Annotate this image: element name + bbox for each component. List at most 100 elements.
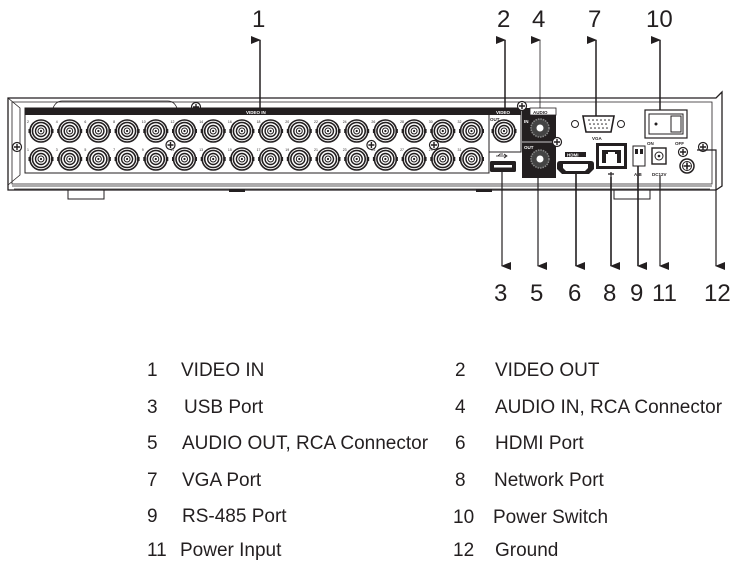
video-out-panel: VIDEO OUT	[488, 107, 522, 153]
legend-item: 6 HDMI Port	[455, 433, 584, 455]
video-out-label: VIDEO	[496, 110, 511, 115]
channel-number-label: 9	[142, 148, 144, 152]
callout-2: 2	[497, 6, 510, 33]
legend-label: AUDIO IN, RCA Connector	[495, 397, 723, 418]
channel-number-label: 8	[113, 120, 115, 124]
callout-12: 12	[704, 280, 731, 307]
legend-number: 8	[455, 470, 466, 491]
callout-5: 5	[530, 280, 543, 307]
legend-label: VGA Port	[182, 470, 262, 491]
channel-number-label: 4	[56, 120, 58, 124]
legend-item: 4 AUDIO IN, RCA Connector	[455, 397, 722, 419]
panel-screw-icon	[366, 139, 377, 151]
channel-number-label: 25	[371, 148, 375, 152]
legend-label: Power Input	[180, 540, 282, 561]
channel-number-label: 7	[113, 148, 115, 152]
ground-screw-icon	[677, 146, 689, 158]
channel-number-label: 22	[314, 120, 318, 124]
legend-label: VIDEO IN	[181, 360, 265, 381]
video-in-bnc-connector	[199, 119, 227, 143]
dc12v-label: DC12V	[652, 172, 667, 177]
video-in-bnc-connector	[113, 119, 141, 143]
channel-number-label: 16	[228, 120, 232, 124]
panel-screw-icon	[516, 100, 528, 112]
video-in-bnc-connector	[314, 147, 342, 171]
video-in-bnc-connector	[142, 147, 170, 171]
video-in-bnc-connector	[400, 119, 428, 143]
legend-label: USB Port	[184, 397, 264, 418]
video-out-bnc-connector	[490, 119, 518, 143]
channel-number-label: 21	[314, 148, 318, 152]
network-icon	[608, 172, 614, 177]
video-in-bnc-connector	[228, 147, 256, 171]
channel-number-label: 26	[371, 120, 375, 124]
video-in-bnc-connector	[372, 147, 399, 171]
channel-number-label: 15	[228, 148, 232, 152]
legend-number: 1	[147, 360, 158, 381]
legend-label: Ground	[495, 540, 559, 561]
channel-number-label: 18	[257, 120, 261, 124]
audio-panel: AUDIO IN OUT	[522, 107, 557, 178]
callout-6: 6	[568, 280, 581, 307]
video-in-bnc-connector	[314, 119, 342, 143]
vga-label: VGA	[592, 136, 603, 141]
legend-number: 7	[147, 470, 158, 491]
video-in-bnc-connector	[343, 119, 371, 143]
video-in-bnc-connector	[85, 147, 112, 171]
video-in-label: VIDEO IN	[246, 110, 266, 115]
callout-4: 4	[532, 6, 545, 33]
channel-number-label: 32	[458, 120, 462, 124]
legend-label: Power Switch	[493, 507, 609, 528]
panel-screw-icon	[428, 139, 440, 151]
legend-number: 4	[455, 397, 466, 418]
channel-number-label: 24	[343, 120, 347, 124]
vga-port: VGA	[571, 115, 625, 141]
callout-10: 10	[646, 6, 673, 33]
video-in-bnc-connector	[56, 147, 83, 171]
network-port	[596, 143, 627, 177]
audio-out-label: OUT	[524, 145, 534, 150]
channel-number-label: 1	[27, 148, 29, 152]
legend-label: VIDEO OUT	[495, 360, 600, 381]
legend-number: 11	[147, 540, 167, 561]
channel-number-label: 6	[84, 120, 86, 124]
channel-number-label: 27	[400, 148, 404, 152]
video-in-bnc-connector	[257, 119, 284, 143]
switch-off-label: OFF	[675, 141, 684, 146]
channel-number-label: 31	[458, 148, 462, 152]
audio-in-rca-connector	[530, 118, 550, 138]
legend-item: 7 VGA Port	[147, 470, 261, 492]
channel-number-label: 28	[400, 120, 404, 124]
video-in-bnc-connector	[372, 119, 399, 143]
video-in-bnc-connector	[199, 147, 227, 171]
callout-7: 7	[588, 6, 601, 33]
video-in-bnc-connector	[429, 119, 457, 143]
callout-lines-bottom	[501, 149, 725, 270]
callout-9: 9	[630, 280, 643, 307]
channel-number-label: 10	[142, 120, 146, 124]
channel-number-label: 17	[257, 148, 261, 152]
legend-number: 6	[455, 433, 466, 454]
video-in-bnc-connector	[171, 119, 198, 143]
channel-number-label: 19	[285, 148, 289, 152]
video-out-out-label: OUT	[490, 117, 500, 122]
audio-out-rca-connector	[530, 149, 550, 169]
hdmi-label: HDMI	[567, 153, 579, 158]
video-in-bnc-connector	[458, 119, 485, 143]
legend-label: HDMI Port	[495, 433, 584, 454]
channel-number-label: 5	[84, 148, 86, 152]
video-in-bnc-connector	[257, 147, 284, 171]
legend-item: 1 VIDEO IN	[147, 360, 264, 382]
video-in-bnc-connector	[400, 147, 428, 171]
legend-number: 2	[455, 360, 466, 381]
callout-8: 8	[603, 280, 616, 307]
audio-label: AUDIO	[533, 110, 548, 115]
chassis-screw-icon	[11, 141, 23, 153]
channel-number-label: 3	[56, 148, 58, 152]
power-input: DC12V	[651, 147, 667, 177]
